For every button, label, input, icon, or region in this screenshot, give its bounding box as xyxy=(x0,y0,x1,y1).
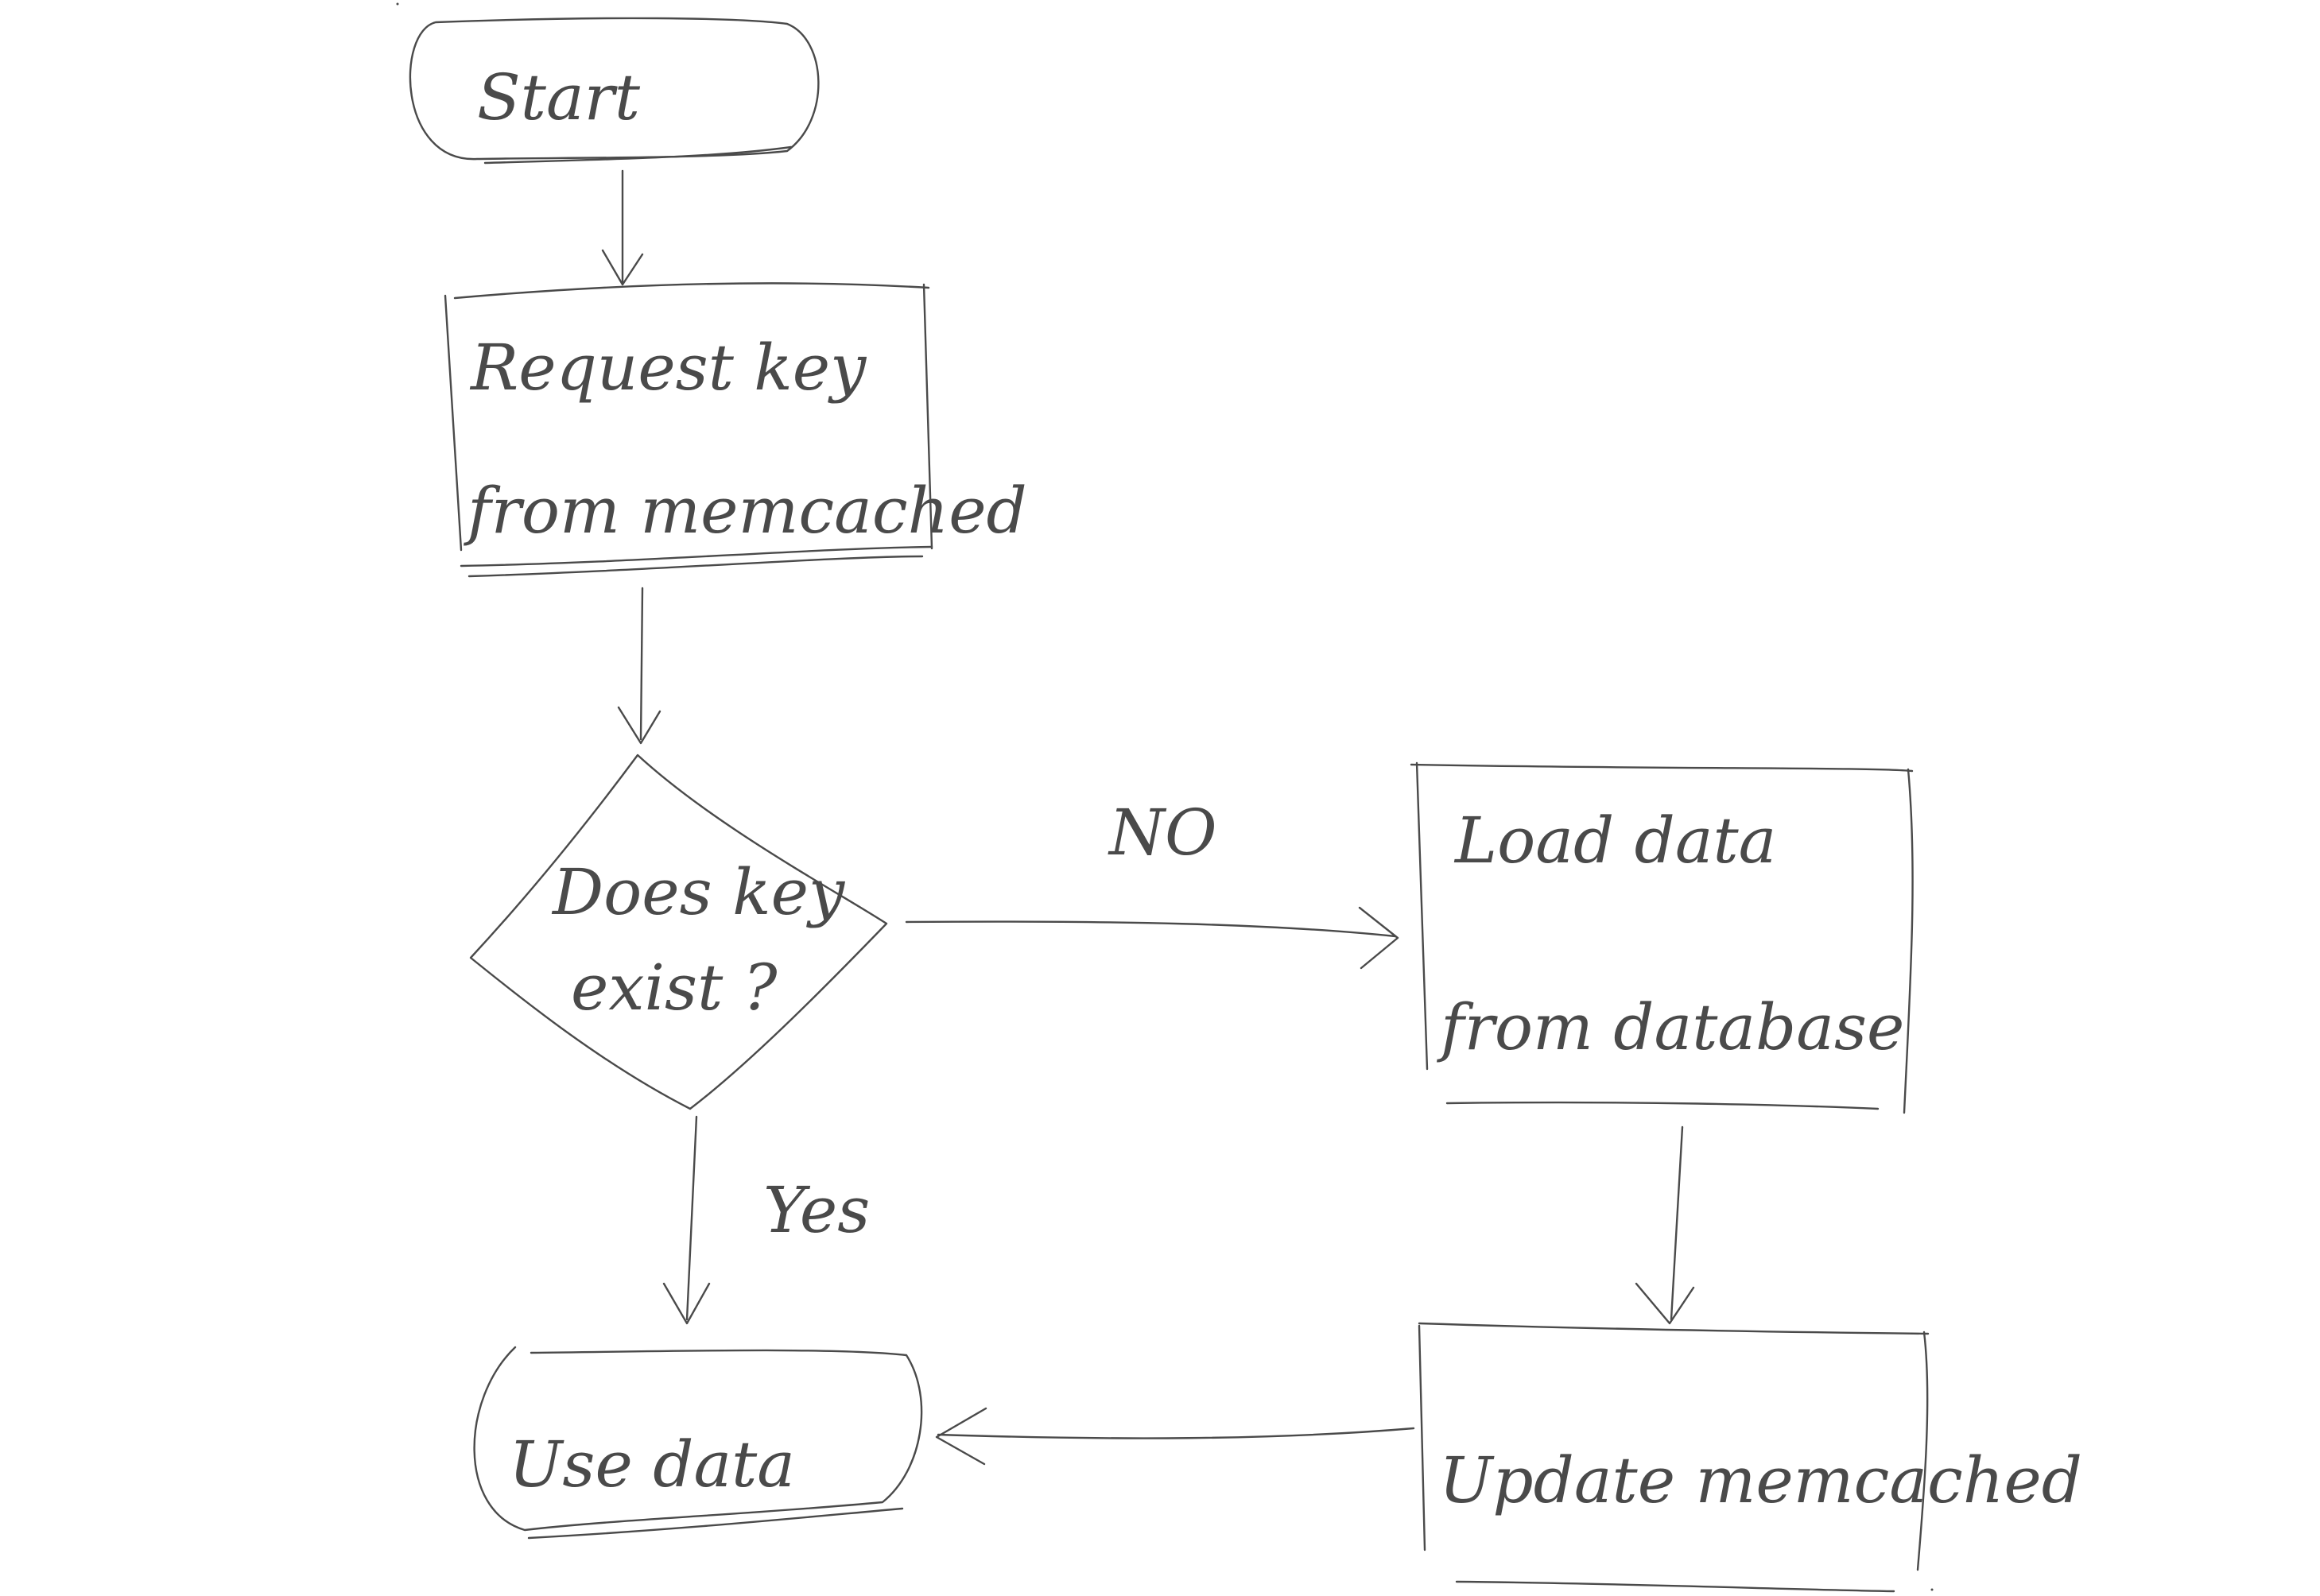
start-label: Start xyxy=(477,60,641,134)
use-node: Use data xyxy=(473,1346,923,1540)
arrow-update-to-use xyxy=(935,1407,1415,1466)
decision-node: Does key exist ? xyxy=(469,753,888,1110)
arrow-decision-to-use: Yes xyxy=(662,1115,870,1325)
load-node: Load data from database xyxy=(1410,761,1914,1114)
yes-label: Yes xyxy=(763,1173,870,1247)
start-node: Start xyxy=(409,17,820,165)
arrow-start-to-request xyxy=(601,169,644,286)
no-label: NO xyxy=(1108,796,1217,870)
decision-label-line2: exist ? xyxy=(571,951,778,1025)
load-label-line2: from database xyxy=(1437,990,1904,1064)
arrow-load-to-update xyxy=(1635,1125,1695,1325)
request-label-line2: from memcached xyxy=(464,474,1027,548)
decision-label-line1: Does key xyxy=(551,855,846,929)
arrow-decision-to-load: NO xyxy=(905,796,1399,970)
load-label-line1: Load data xyxy=(1453,804,1776,877)
corner-speck-top xyxy=(396,2,399,6)
update-node: Update memcached xyxy=(1418,1322,2082,1593)
request-node: Request key from memcached xyxy=(444,282,1027,578)
use-label: Use data xyxy=(509,1427,795,1501)
request-label-line1: Request key xyxy=(469,331,867,405)
corner-speck-bottom xyxy=(1930,1588,1934,1591)
arrow-request-to-decision xyxy=(617,587,661,745)
update-label: Update memcached xyxy=(1439,1443,2082,1517)
